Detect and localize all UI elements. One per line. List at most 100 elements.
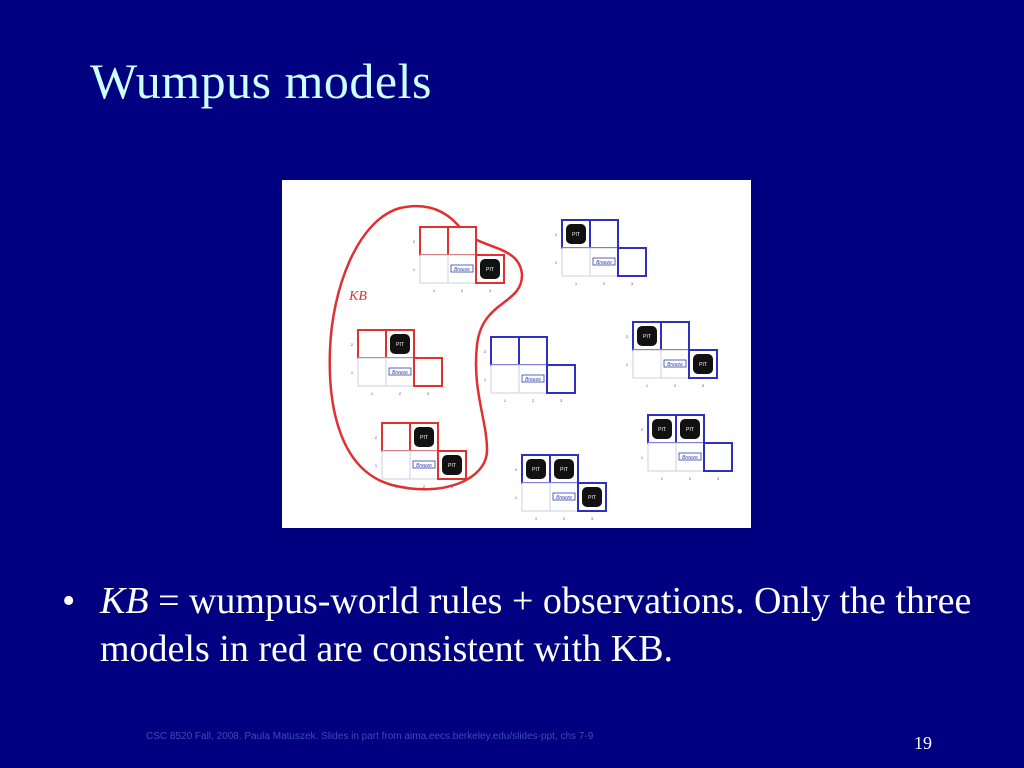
col-label: 1: [371, 391, 374, 396]
col-label: 1: [575, 281, 578, 286]
model-0-cell: [419, 254, 449, 284]
pit-label: PIT: [532, 467, 540, 473]
bullet-dot: •: [62, 580, 76, 622]
model-5-cell: [381, 450, 411, 480]
col-label: 3: [451, 484, 454, 489]
col-label: 3: [427, 391, 430, 396]
row-label: 2: [351, 342, 354, 347]
row-label: 1: [484, 377, 487, 382]
model-6-cell: [647, 442, 677, 472]
col-label: 2: [532, 398, 535, 403]
pit-label: PIT: [560, 467, 568, 473]
col-label: 2: [674, 383, 677, 388]
pit-label: PIT: [572, 232, 580, 238]
pit-label: PIT: [658, 427, 666, 433]
breeze-label: Breeze: [525, 377, 541, 383]
page-number: 19: [914, 733, 932, 753]
kb-label: KB: [348, 289, 367, 304]
pit-label: PIT: [396, 342, 404, 348]
pit-label: PIT: [448, 463, 456, 469]
col-label: 1: [504, 398, 507, 403]
model-3-cell: [490, 336, 520, 366]
row-label: 2: [413, 239, 416, 244]
col-label: 2: [603, 281, 606, 286]
pit-label: PIT: [420, 435, 428, 441]
col-label: 2: [563, 516, 566, 521]
col-label: 1: [433, 288, 436, 293]
col-label: 2: [461, 288, 464, 293]
pit-marker: [414, 427, 434, 447]
row-label: 1: [375, 463, 378, 468]
model-3-cell: [546, 364, 576, 394]
breeze-banner: [521, 374, 545, 383]
bullet-rest: = wumpus-world rules + observations. Onl…: [100, 580, 972, 670]
col-label: 3: [702, 383, 705, 388]
model-6-cell: [703, 442, 733, 472]
pit-label: PIT: [486, 267, 494, 273]
row-label: 1: [351, 370, 354, 375]
breeze-banner: [592, 257, 616, 266]
row-label: 1: [641, 455, 644, 460]
pit-marker: [480, 259, 500, 279]
model-2-cell: [413, 357, 443, 387]
slide-title: Wumpus models: [90, 53, 432, 109]
pit-label: PIT: [686, 427, 694, 433]
model-3-cell: [490, 364, 520, 394]
model-4-cell: [632, 349, 662, 379]
col-label: 3: [631, 281, 634, 286]
bullet-kb: KB: [100, 580, 149, 622]
row-label: 1: [626, 362, 629, 367]
pit-label: PIT: [588, 495, 596, 501]
model-0-cell: [447, 226, 477, 256]
pit-marker: [652, 419, 672, 439]
model-0-cell: [419, 226, 449, 256]
col-label: 3: [591, 516, 594, 521]
col-label: 1: [661, 476, 664, 481]
breeze-label: Breeze: [682, 455, 698, 461]
row-label: 1: [555, 260, 558, 265]
breeze-label: Breeze: [392, 370, 408, 376]
col-label: 1: [535, 516, 538, 521]
breeze-banner: [663, 359, 687, 368]
col-label: 2: [689, 476, 692, 481]
pit-label: PIT: [643, 334, 651, 340]
pit-marker: [390, 334, 410, 354]
row-label: 2: [626, 334, 629, 339]
breeze-label: Breeze: [596, 260, 612, 266]
breeze-banner: [388, 367, 412, 376]
row-label: 1: [515, 495, 518, 500]
col-label: 3: [717, 476, 720, 481]
breeze-label: Breeze: [667, 362, 683, 368]
model-4-cell: [660, 321, 690, 351]
row-label: 2: [555, 232, 558, 237]
row-label: 2: [484, 349, 487, 354]
model-7-cell: [521, 482, 551, 512]
model-2-cell: [357, 357, 387, 387]
model-3-cell: [518, 336, 548, 366]
pit-marker: [680, 419, 700, 439]
pit-marker: [582, 487, 602, 507]
breeze-banner: [552, 492, 576, 501]
pit-marker: [554, 459, 574, 479]
breeze-label: Breeze: [556, 495, 572, 501]
pit-marker: [566, 224, 586, 244]
pit-marker: [526, 459, 546, 479]
model-5-cell: [381, 422, 411, 452]
kb-outline: [328, 204, 524, 491]
pit-marker: [442, 455, 462, 475]
col-label: 1: [395, 484, 398, 489]
row-label: 1: [413, 267, 416, 272]
row-label: 2: [641, 427, 644, 432]
breeze-banner: [450, 264, 474, 273]
row-label: 2: [375, 435, 378, 440]
breeze-label: Breeze: [416, 463, 432, 469]
pit-marker: [637, 326, 657, 346]
breeze-banner: [678, 452, 702, 461]
model-1-cell: [617, 247, 647, 277]
col-label: 2: [399, 391, 402, 396]
col-label: 2: [423, 484, 426, 489]
bullet-text: KB = wumpus-world rules + observations. …: [100, 577, 1000, 673]
model-1-cell: [561, 247, 591, 277]
